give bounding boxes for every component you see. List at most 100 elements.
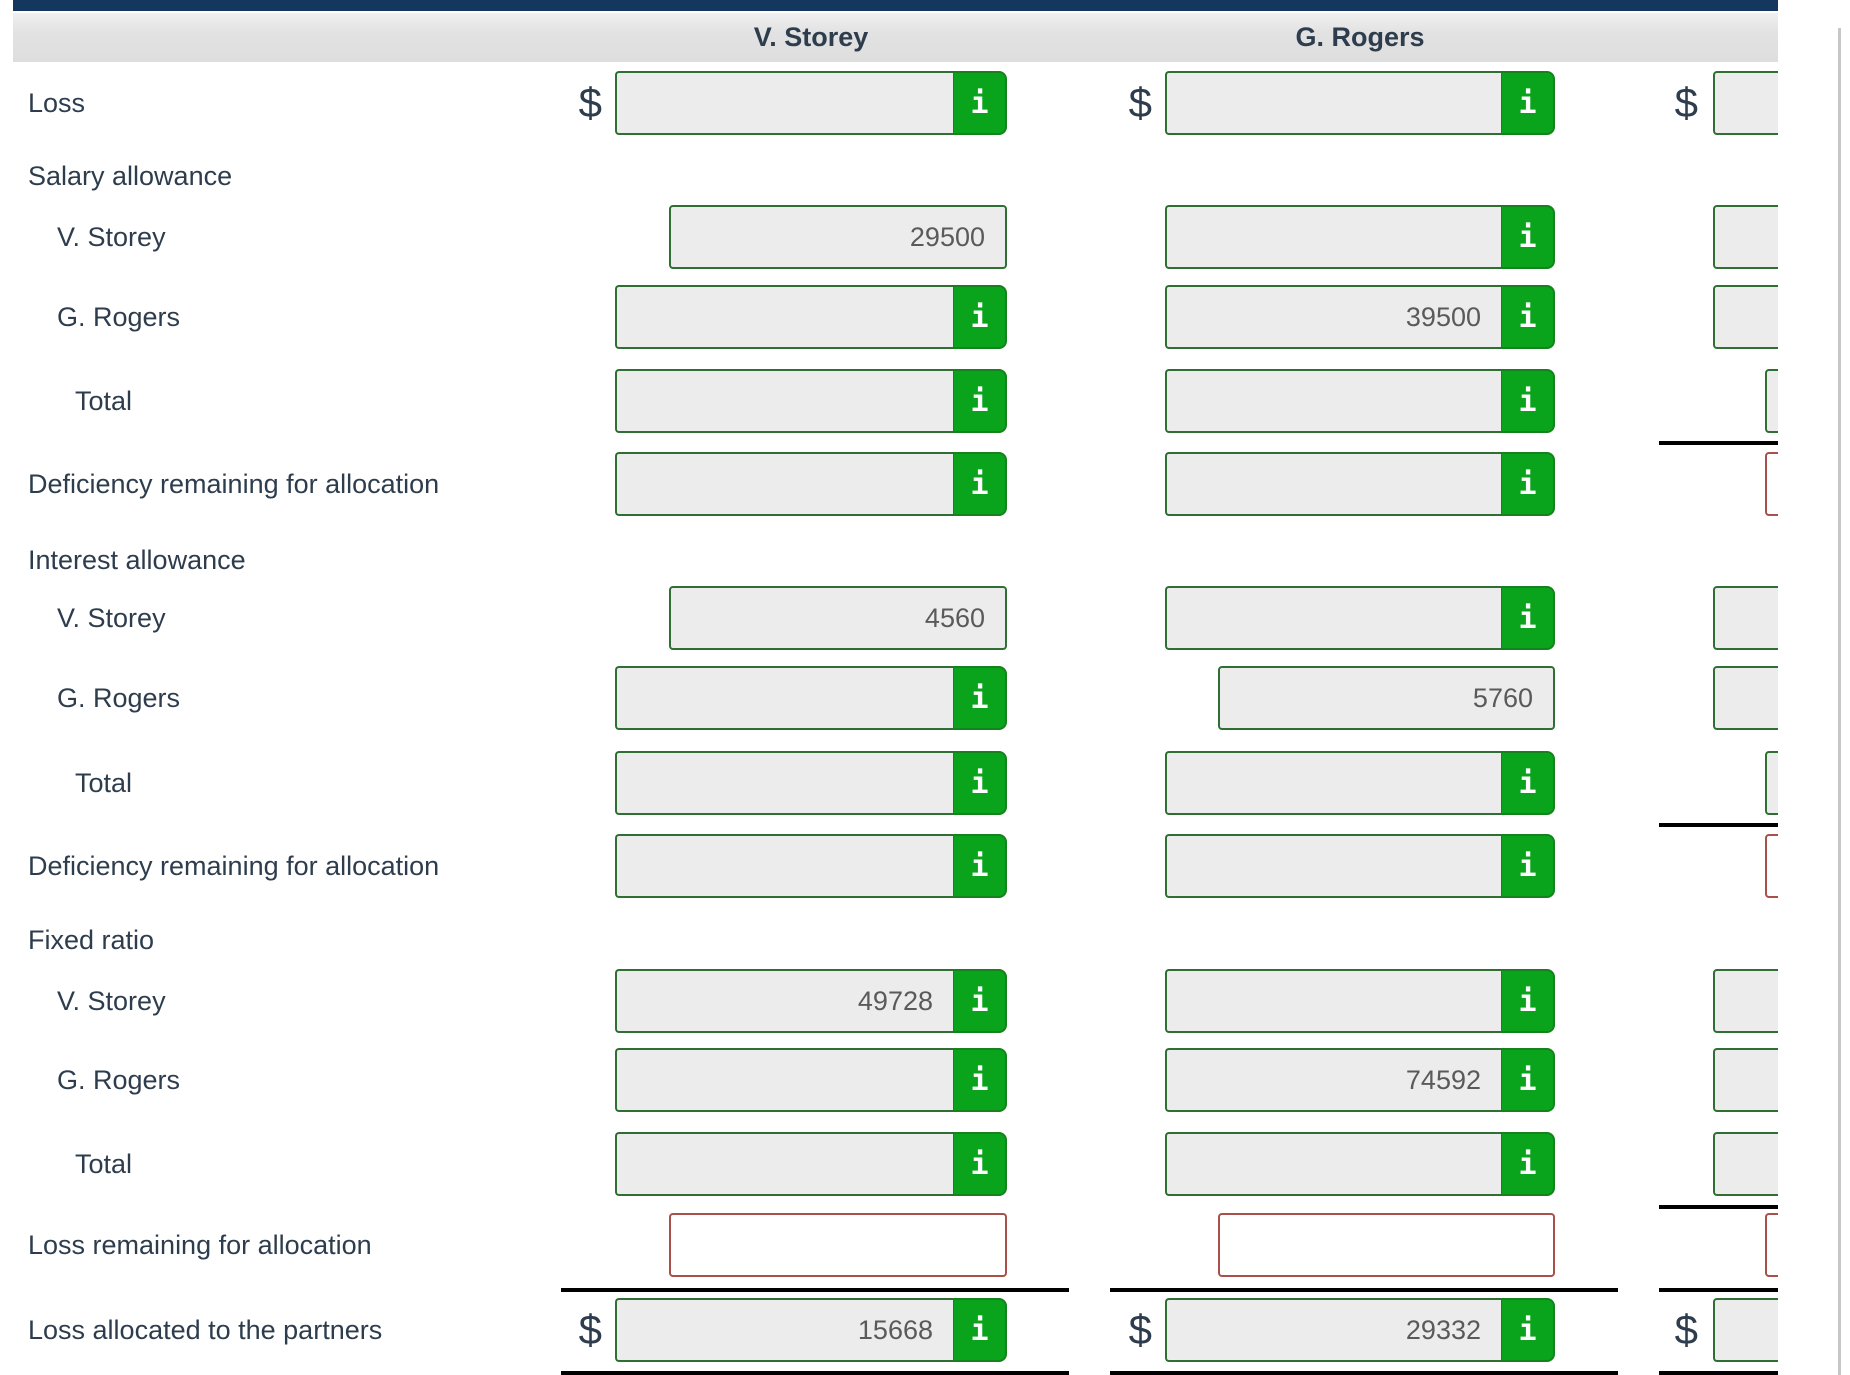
- field-loss-third: [1713, 71, 1778, 135]
- info-button-loss-allocated-v_storey[interactable]: i: [953, 1298, 1007, 1362]
- subtotal-rule-7: [1110, 1371, 1618, 1375]
- info-button-salary-total-g_rogers[interactable]: i: [1501, 369, 1555, 433]
- field-deficiency-after-salary-g_rogers: i: [1165, 452, 1555, 516]
- amount-input-deficiency-after-salary-g_rogers[interactable]: [1165, 452, 1501, 516]
- amount-input-fixed-g-rogers-third[interactable]: [1713, 1048, 1778, 1112]
- subtotal-rule-3: [561, 1288, 1069, 1292]
- amount-input-loss-remaining-g_rogers[interactable]: [1218, 1213, 1555, 1277]
- info-button-salary-v-storey-g_rogers[interactable]: i: [1501, 205, 1555, 269]
- column-header-g-rogers: G. Rogers: [1295, 22, 1425, 52]
- subtotal-rule-5: [1659, 1288, 1778, 1292]
- amount-input-interest-v-storey-v_storey[interactable]: 4560: [669, 586, 1007, 650]
- field-loss-remaining-v_storey: [669, 1213, 1007, 1277]
- row-label-loss-remaining: Loss remaining for allocation: [28, 1229, 372, 1260]
- amount-input-salary-g-rogers-v_storey[interactable]: [615, 285, 953, 349]
- amount-input-interest-total-third[interactable]: [1765, 751, 1778, 815]
- amount-input-fixed-g-rogers-g_rogers[interactable]: 74592: [1165, 1048, 1501, 1112]
- column-header-band: [13, 13, 1778, 62]
- amount-input-fixed-g-rogers-v_storey[interactable]: [615, 1048, 953, 1112]
- row-label-salary-g-rogers: G. Rogers: [57, 301, 181, 332]
- amount-input-salary-g-rogers-third[interactable]: [1713, 285, 1778, 349]
- amount-input-salary-total-g_rogers[interactable]: [1165, 369, 1501, 433]
- amount-input-deficiency-after-interest-v_storey[interactable]: [615, 834, 953, 898]
- info-button-fixed-v-storey-v_storey[interactable]: i: [953, 969, 1007, 1033]
- amount-input-salary-v-storey-g_rogers[interactable]: [1165, 205, 1501, 269]
- amount-input-interest-g-rogers-g_rogers[interactable]: 5760: [1218, 666, 1555, 730]
- info-button-loss-g_rogers[interactable]: i: [1501, 71, 1555, 135]
- amount-input-salary-g-rogers-g_rogers[interactable]: 39500: [1165, 285, 1501, 349]
- amount-input-fixed-v-storey-third[interactable]: [1713, 969, 1778, 1033]
- info-button-loss-v_storey[interactable]: i: [953, 71, 1007, 135]
- amount-input-loss-allocated-v_storey[interactable]: 15668: [615, 1298, 953, 1362]
- subtotal-rule-6: [561, 1371, 1069, 1375]
- field-interest-v-storey-g_rogers: i: [1165, 586, 1555, 650]
- info-button-deficiency-after-salary-g_rogers[interactable]: i: [1501, 452, 1555, 516]
- subtotal-rule-4: [1110, 1288, 1618, 1292]
- amount-input-deficiency-after-interest-g_rogers[interactable]: [1165, 834, 1501, 898]
- vertical-scrollbar[interactable]: [1838, 28, 1841, 1375]
- amount-input-deficiency-after-interest-third[interactable]: [1765, 834, 1778, 898]
- info-button-loss-allocated-g_rogers[interactable]: i: [1501, 1298, 1555, 1362]
- row-label-deficiency-after-interest: Deficiency remaining for allocation: [28, 850, 440, 881]
- amount-input-fixed-v-storey-g_rogers[interactable]: [1165, 969, 1501, 1033]
- field-fixed-g-rogers-v_storey: i: [615, 1048, 1007, 1112]
- amount-input-salary-total-v_storey[interactable]: [615, 369, 953, 433]
- info-button-salary-g-rogers-v_storey[interactable]: i: [953, 285, 1007, 349]
- row-label-fixed-ratio: Fixed ratio: [28, 924, 155, 955]
- amount-input-fixed-v-storey-v_storey[interactable]: 49728: [615, 969, 953, 1033]
- info-button-salary-total-v_storey[interactable]: i: [953, 369, 1007, 433]
- amount-input-salary-v-storey-third[interactable]: [1713, 205, 1778, 269]
- amount-input-loss-remaining-v_storey[interactable]: [669, 1213, 1007, 1277]
- amount-input-interest-g-rogers-third[interactable]: [1713, 666, 1778, 730]
- info-button-fixed-g-rogers-v_storey[interactable]: i: [953, 1048, 1007, 1112]
- info-button-interest-total-g_rogers[interactable]: i: [1501, 751, 1555, 815]
- amount-input-interest-total-v_storey[interactable]: [615, 751, 953, 815]
- amount-input-fixed-total-third[interactable]: [1713, 1132, 1778, 1196]
- row-label-fixed-v-storey: V. Storey: [57, 985, 166, 1016]
- field-loss-allocated-third: [1713, 1298, 1778, 1362]
- amount-input-interest-v-storey-g_rogers[interactable]: [1165, 586, 1501, 650]
- amount-input-loss-v_storey[interactable]: [615, 71, 953, 135]
- amount-input-interest-total-g_rogers[interactable]: [1165, 751, 1501, 815]
- info-button-interest-v-storey-g_rogers[interactable]: i: [1501, 586, 1555, 650]
- info-button-interest-total-v_storey[interactable]: i: [953, 751, 1007, 815]
- amount-input-interest-v-storey-third[interactable]: [1713, 586, 1778, 650]
- info-button-salary-g-rogers-g_rogers[interactable]: i: [1501, 285, 1555, 349]
- amount-input-deficiency-after-salary-third[interactable]: [1765, 452, 1778, 516]
- amount-input-deficiency-after-salary-v_storey[interactable]: [615, 452, 953, 516]
- row-label-deficiency-after-salary: Deficiency remaining for allocation: [28, 468, 440, 499]
- info-button-interest-g-rogers-v_storey[interactable]: i: [953, 666, 1007, 730]
- field-fixed-total-third: [1713, 1132, 1778, 1196]
- amount-input-interest-g-rogers-v_storey[interactable]: [615, 666, 953, 730]
- amount-input-fixed-total-g_rogers[interactable]: [1165, 1132, 1501, 1196]
- info-button-fixed-v-storey-g_rogers[interactable]: i: [1501, 969, 1555, 1033]
- field-deficiency-after-interest-v_storey: i: [615, 834, 1007, 898]
- field-interest-g-rogers-v_storey: i: [615, 666, 1007, 730]
- amount-input-fixed-total-v_storey[interactable]: [615, 1132, 953, 1196]
- info-button-deficiency-after-interest-g_rogers[interactable]: i: [1501, 834, 1555, 898]
- info-button-deficiency-after-interest-v_storey[interactable]: i: [953, 834, 1007, 898]
- field-salary-total-v_storey: i: [615, 369, 1007, 433]
- amount-input-loss-third[interactable]: [1713, 71, 1778, 135]
- field-fixed-v-storey-third: [1713, 969, 1778, 1033]
- field-deficiency-after-salary-third: [1765, 452, 1778, 516]
- amount-input-loss-allocated-g_rogers[interactable]: 29332: [1165, 1298, 1501, 1362]
- amount-input-salary-total-third[interactable]: [1765, 369, 1778, 433]
- info-button-fixed-total-g_rogers[interactable]: i: [1501, 1132, 1555, 1196]
- amount-input-loss-g_rogers[interactable]: [1165, 71, 1501, 135]
- row-label-interest-v-storey: V. Storey: [57, 602, 166, 633]
- field-interest-total-g_rogers: i: [1165, 751, 1555, 815]
- info-button-fixed-total-v_storey[interactable]: i: [953, 1132, 1007, 1196]
- amount-input-loss-remaining-third[interactable]: [1765, 1213, 1778, 1277]
- row-label-loss-allocated: Loss allocated to the partners: [28, 1314, 383, 1345]
- currency-symbol-loss-allocated-third: $: [1674, 1306, 1698, 1353]
- amount-input-loss-allocated-third[interactable]: [1713, 1298, 1778, 1362]
- amount-input-salary-v-storey-v_storey[interactable]: 29500: [669, 205, 1007, 269]
- info-button-fixed-g-rogers-g_rogers[interactable]: i: [1501, 1048, 1555, 1112]
- info-button-deficiency-after-salary-v_storey[interactable]: i: [953, 452, 1007, 516]
- currency-symbol-loss-v_storey: $: [578, 79, 602, 126]
